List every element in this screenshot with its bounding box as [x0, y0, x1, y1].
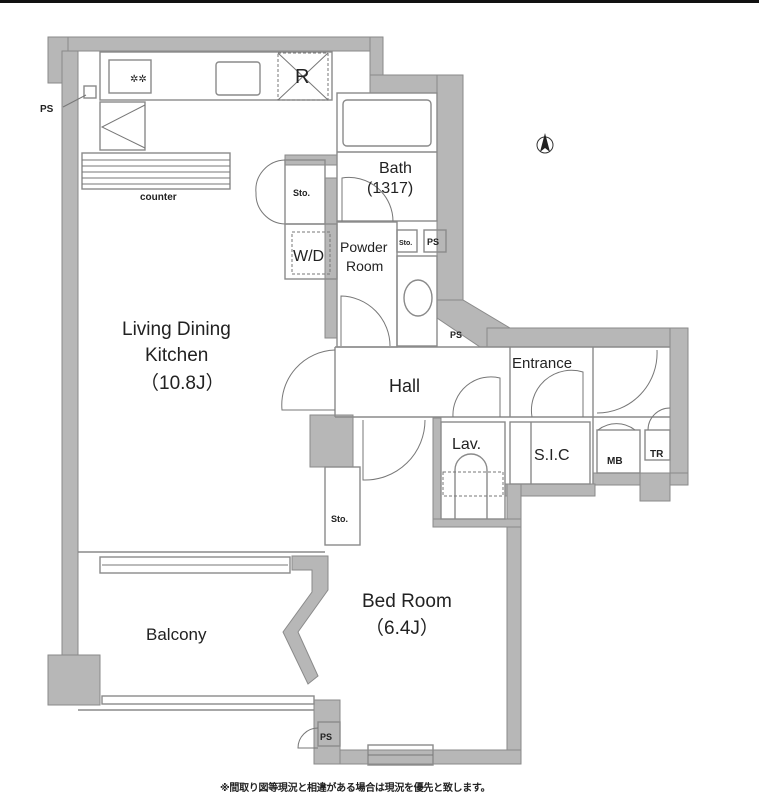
- bathtub: [342, 99, 432, 147]
- labels: counter R ✲✲ Bath (1317) Sto. W/D Powder…: [40, 66, 664, 742]
- wd-label: W/D: [293, 248, 324, 265]
- north-compass-icon: [536, 133, 554, 154]
- ps-label: PS: [427, 237, 439, 247]
- mb-label: MB: [607, 456, 623, 467]
- storage-label: Sto.: [293, 188, 310, 198]
- tr-label: TR: [650, 449, 664, 460]
- toilet-icon: [403, 279, 433, 317]
- refrigerator-space: [277, 52, 329, 101]
- counter-label: counter: [140, 192, 177, 203]
- bedroom-label: Bed Room: [362, 591, 452, 612]
- refrigerator-label: R: [295, 66, 309, 88]
- ps-label: PS: [450, 330, 462, 340]
- top-border: [0, 0, 759, 3]
- storage-label: Sto.: [399, 240, 412, 247]
- hall-label: Hall: [389, 376, 420, 396]
- sink-icon: [215, 61, 261, 96]
- storage-label: Sto.: [331, 514, 348, 524]
- bath-label: Bath: [379, 160, 412, 177]
- ps-label: PS: [320, 732, 332, 742]
- footnote: ※間取り図等現況と相違がある場合は現況を優先と致します。: [220, 783, 491, 794]
- ldk-label: Living Dining: [122, 319, 231, 340]
- stove-icon: [108, 59, 152, 94]
- ps-label: PS: [40, 104, 54, 115]
- powder-room-label: Powder: [340, 239, 388, 255]
- ldk-size: （10.8J）: [140, 372, 224, 394]
- balcony-label: Balcony: [146, 625, 207, 644]
- stove-burners: ✲✲: [130, 74, 147, 85]
- bath-size: (1317): [367, 180, 413, 197]
- bedroom-size: （6.4J）: [365, 617, 439, 639]
- lav-label: Lav.: [452, 436, 481, 453]
- sic-label: S.I.C: [534, 447, 570, 464]
- entrance-label: Entrance: [512, 355, 572, 372]
- powder-room-label-2: Room: [346, 258, 383, 274]
- partitions: [62, 51, 671, 766]
- ldk-label-2: Kitchen: [145, 345, 208, 366]
- counter: [81, 152, 231, 190]
